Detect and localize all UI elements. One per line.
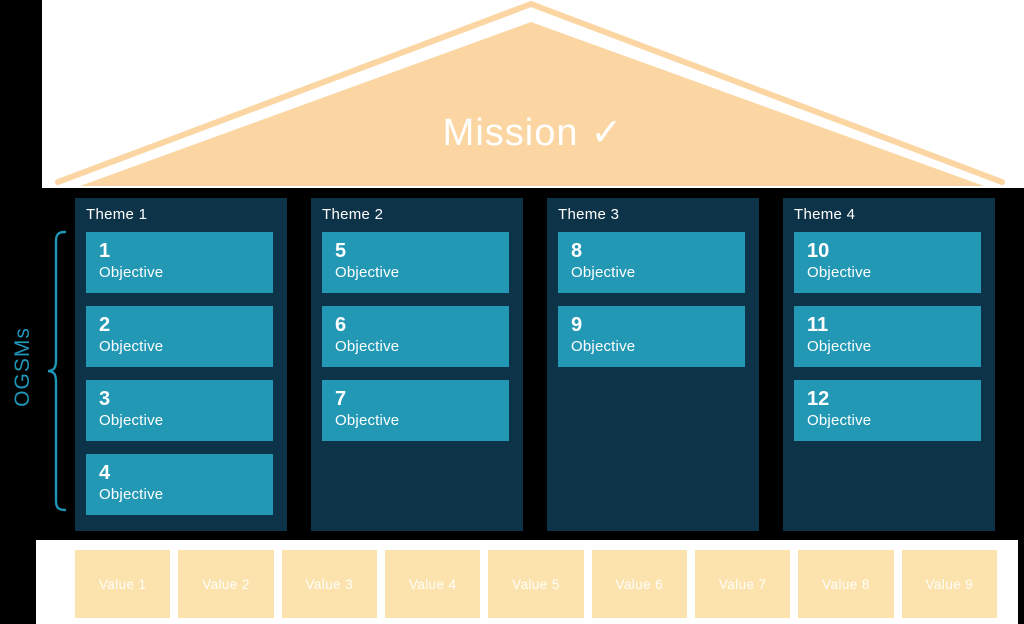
objective-card-1: 1 Objective bbox=[86, 232, 273, 293]
value-card-3: Value 3 bbox=[281, 550, 377, 618]
objective-number: 4 bbox=[99, 462, 111, 484]
value-card-4: Value 4 bbox=[384, 550, 481, 618]
value-card-9: Value 9 bbox=[901, 550, 997, 618]
value-label: Value 3 bbox=[305, 576, 354, 592]
objective-number: 12 bbox=[807, 388, 830, 410]
theme-title: Theme 3 bbox=[558, 206, 620, 223]
theme-column-3: Theme 3 8 Objective 9 Objective bbox=[547, 198, 759, 531]
mission-title: Mission ✓ bbox=[42, 110, 1024, 155]
objective-card-9: 9 Objective bbox=[558, 306, 745, 367]
roof-triangle bbox=[80, 22, 984, 186]
ogsm-bracket bbox=[47, 230, 67, 512]
mission-label: Mission bbox=[442, 112, 579, 154]
mission-band: Mission ✓ bbox=[42, 0, 1024, 188]
value-card-8: Value 8 bbox=[798, 550, 894, 618]
objective-label: Objective bbox=[571, 338, 636, 355]
objective-label: Objective bbox=[99, 338, 164, 355]
theme-column-1: Theme 1 1 Objective 2 Objective 3 Object… bbox=[75, 198, 287, 531]
value-label: Value 2 bbox=[202, 576, 250, 592]
objective-label: Objective bbox=[335, 264, 400, 281]
value-card-5: Value 5 bbox=[488, 550, 584, 618]
objective-label: Objective bbox=[335, 412, 400, 429]
objective-label: Objective bbox=[99, 264, 164, 281]
objective-card-12: 12 Objective bbox=[794, 380, 981, 441]
value-card-7: Value 7 bbox=[694, 550, 791, 618]
objective-label: Objective bbox=[335, 338, 400, 355]
value-card-2: Value 2 bbox=[178, 550, 274, 618]
objective-label: Objective bbox=[807, 412, 872, 429]
check-icon: ✓ bbox=[590, 112, 624, 154]
values-row: Value 1 Value 2 Value 3 Value 4 Value 5 … bbox=[75, 550, 997, 618]
objective-number: 7 bbox=[335, 388, 347, 410]
values-band: Value 1 Value 2 Value 3 Value 4 Value 5 … bbox=[36, 540, 1018, 624]
objective-card-3: 3 Objective bbox=[86, 380, 273, 441]
value-label: Value 6 bbox=[615, 576, 664, 592]
roof-shape bbox=[55, 1, 1005, 186]
objective-label: Objective bbox=[99, 486, 164, 503]
objective-card-2: 2 Objective bbox=[86, 306, 273, 367]
theme-title: Theme 1 bbox=[86, 206, 148, 223]
roof-ridge-line bbox=[55, 1, 1005, 185]
objective-card-6: 6 Objective bbox=[322, 306, 509, 367]
objective-card-8: 8 Objective bbox=[558, 232, 745, 293]
theme-column-4: Theme 4 10 Objective 11 Objective 12 Obj… bbox=[783, 198, 995, 531]
objective-label: Objective bbox=[571, 264, 636, 281]
objective-number: 3 bbox=[99, 388, 111, 410]
objective-number: 2 bbox=[99, 314, 111, 336]
objective-number: 1 bbox=[99, 240, 111, 262]
objective-number: 10 bbox=[807, 240, 830, 262]
theme-title: Theme 2 bbox=[322, 206, 384, 223]
theme-title: Theme 4 bbox=[794, 206, 856, 223]
value-label: Value 7 bbox=[718, 576, 767, 592]
value-label: Value 9 bbox=[925, 576, 974, 592]
value-label: Value 5 bbox=[512, 576, 560, 592]
objective-card-7: 7 Objective bbox=[322, 380, 509, 441]
objective-number: 6 bbox=[335, 314, 347, 336]
objective-number: 8 bbox=[571, 240, 583, 262]
value-card-1: Value 1 bbox=[75, 550, 171, 618]
objective-card-11: 11 Objective bbox=[794, 306, 981, 367]
ogsm-label: OGSMs bbox=[11, 327, 34, 407]
objective-number: 5 bbox=[335, 240, 347, 262]
value-label: Value 1 bbox=[98, 576, 147, 592]
objective-label: Objective bbox=[807, 338, 872, 355]
objective-number: 11 bbox=[807, 314, 829, 336]
value-label: Value 4 bbox=[408, 576, 457, 592]
objective-card-10: 10 Objective bbox=[794, 232, 981, 293]
objective-card-4: 4 Objective bbox=[86, 454, 273, 515]
objective-label: Objective bbox=[807, 264, 872, 281]
themes-row: Theme 1 1 Objective 2 Objective 3 Object… bbox=[75, 198, 995, 531]
value-card-6: Value 6 bbox=[591, 550, 687, 618]
objective-card-5: 5 Objective bbox=[322, 232, 509, 293]
objective-number: 9 bbox=[571, 314, 583, 336]
theme-column-2: Theme 2 5 Objective 6 Objective 7 Object… bbox=[311, 198, 523, 531]
objective-label: Objective bbox=[99, 412, 164, 429]
value-label: Value 8 bbox=[822, 576, 870, 592]
